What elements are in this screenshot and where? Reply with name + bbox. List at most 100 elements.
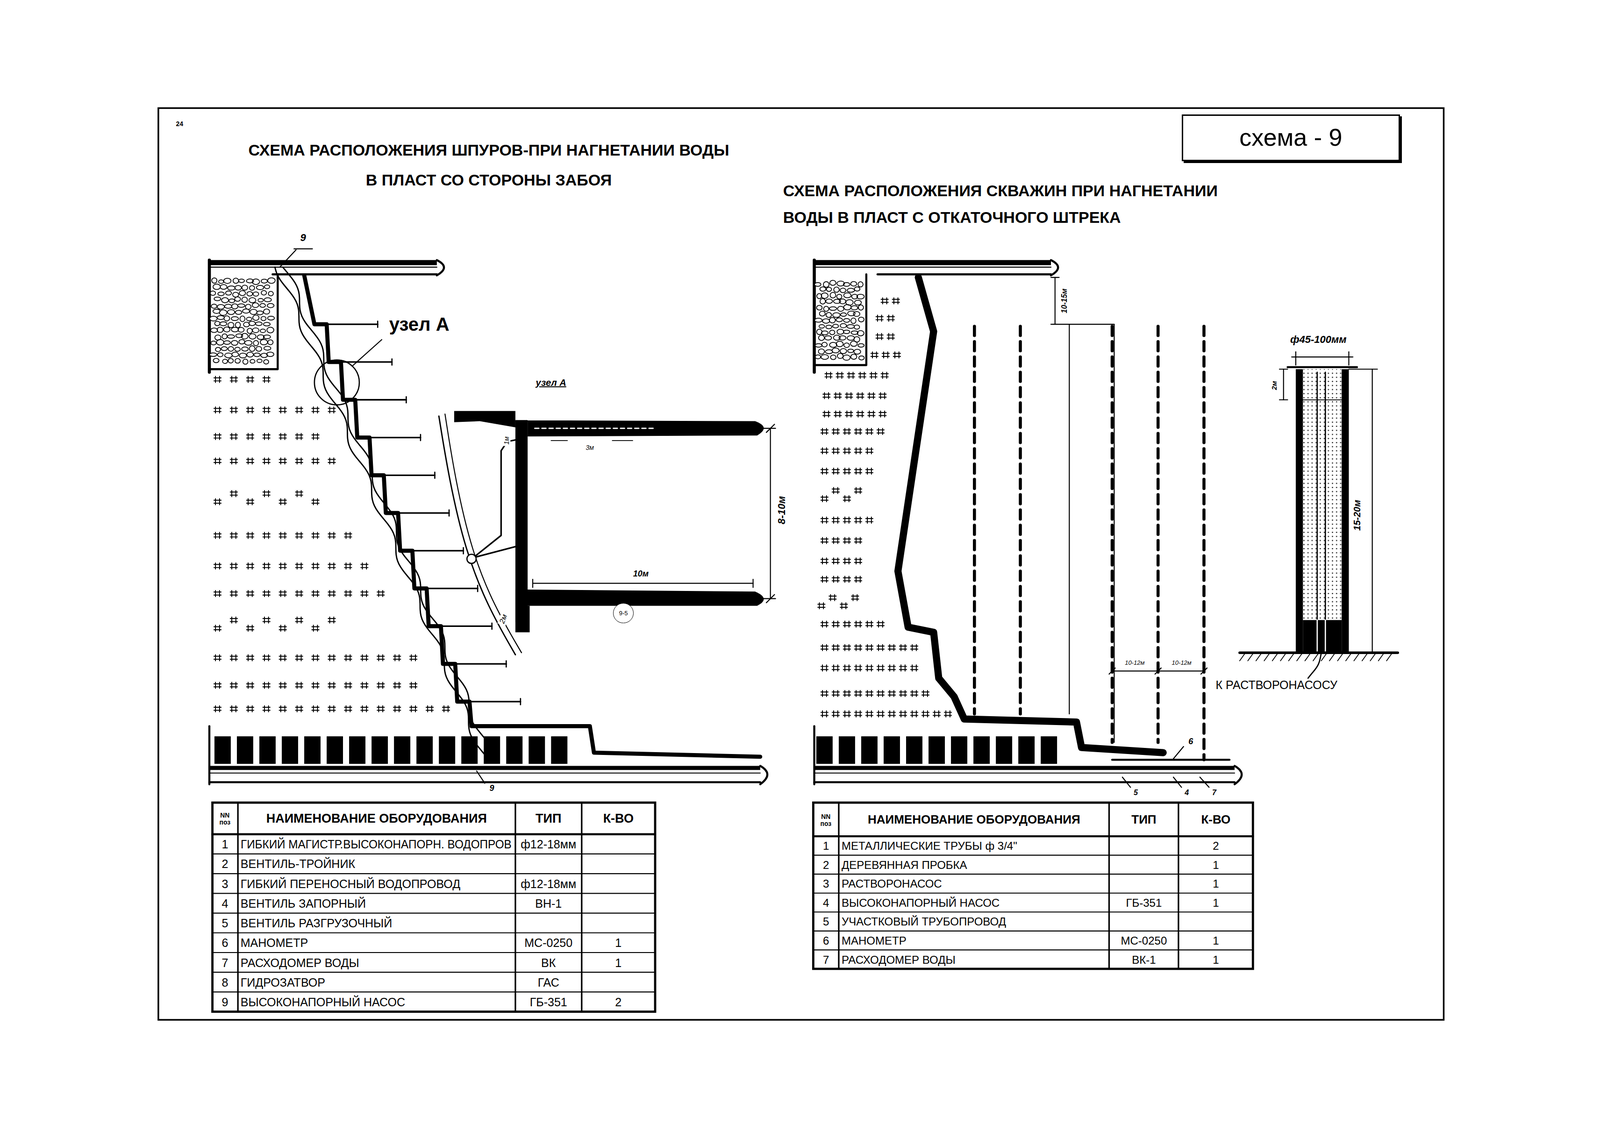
callout-number: 9: [298, 232, 308, 244]
table-text: 2: [1212, 840, 1219, 852]
table-text: 1: [822, 840, 829, 852]
borehole-short: [342, 361, 393, 363]
dimension-label: ф45-100мм: [1288, 334, 1349, 346]
coal-hatch: [824, 372, 888, 379]
borehole-short: [470, 700, 521, 703]
table-column-line: [1177, 802, 1179, 970]
scheme-heading: СХЕМА РАСПОЛОЖЕНИЯ ШПУРОВ-ПРИ НАГНЕТАНИИ…: [246, 135, 731, 195]
support-block: [281, 736, 299, 765]
dimension-tick: [532, 579, 534, 588]
table-text: 1: [1212, 859, 1219, 872]
dimension-line: [612, 440, 633, 442]
table-cell: 2: [813, 855, 839, 875]
haulage-rail: [209, 765, 761, 771]
table-cell: ГИБКИЙ ПЕРЕНОСНЫЙ ВОДОПРОВОД: [237, 874, 516, 894]
dimension-line: [1054, 277, 1056, 325]
table-row-line: [813, 855, 1253, 857]
table-text: 6: [822, 935, 829, 947]
table-text: 3: [822, 878, 829, 890]
table-text: 1: [1212, 954, 1219, 966]
table-cell: ГБ-351: [1109, 893, 1179, 913]
dimension-label: 10-15м: [1060, 287, 1069, 315]
goaf-border: [209, 274, 278, 370]
support-block: [506, 736, 523, 765]
table-text: 4: [822, 897, 829, 909]
table-row-line: [212, 892, 656, 894]
table-text: 1: [221, 838, 229, 851]
table-row-line: [813, 892, 1253, 894]
drift-roof: [209, 260, 437, 266]
scheme-number-box: схема - 9: [1181, 114, 1400, 162]
dimension-tick: [752, 579, 754, 588]
table-header-text: ТИП: [1131, 813, 1157, 827]
borehole-dashed: [1110, 326, 1115, 743]
ground-hatch: [1239, 653, 1245, 661]
borehole-wall: [515, 420, 765, 437]
water-hose: [476, 546, 516, 558]
borehole-end: [491, 623, 493, 630]
callout-number: 6: [1186, 737, 1195, 747]
support-block: [950, 736, 968, 765]
drift-wall: [813, 726, 815, 785]
table-text: ГИДРОЗАТВОР: [240, 976, 326, 989]
dimension-tick: [1279, 368, 1288, 370]
table-text: ГБ-351: [1125, 897, 1162, 909]
coal-hatch: [821, 487, 862, 502]
support-block: [483, 736, 500, 765]
support-block: [1018, 736, 1035, 765]
table-text: 8: [221, 976, 229, 989]
support-block: [461, 736, 478, 765]
coal-hatch: [214, 655, 417, 662]
table-cell: 1: [212, 834, 238, 855]
table-text: ВЫСОКОНАПОРНЫЙ НАСОС: [240, 996, 406, 1009]
table-text: МС-0250: [524, 936, 573, 950]
ground-hatch: [1272, 653, 1278, 661]
ground-hatch: [1370, 653, 1376, 661]
face-line: [438, 416, 516, 656]
support-block: [995, 736, 1013, 765]
goaf-border: [814, 274, 867, 365]
table-cell: 8: [212, 972, 238, 993]
ground-hatch: [1353, 653, 1359, 661]
dimension-line: [1371, 369, 1373, 653]
support-block: [214, 736, 231, 765]
table-cell: ВЕНТИЛЬ-ТРОЙНИК: [237, 854, 516, 874]
coal-hatch: [214, 376, 271, 383]
table-text: ГБ-351: [529, 996, 568, 1009]
table-text: ГИБКИЙ ПЕРЕНОСНЫЙ ВОДОПРОВОД: [240, 878, 461, 891]
dimension-line: [1283, 369, 1285, 400]
face-line: [444, 414, 522, 653]
table-column-line: [837, 802, 840, 970]
coal-hatch: [822, 411, 886, 418]
dimension-line: [1348, 652, 1378, 654]
leader-line: [279, 250, 297, 268]
table-text: 5: [221, 917, 229, 930]
table-text: МЕТАЛЛИЧЕСКИЕ ТРУБЫ ф 3/4": [841, 840, 1018, 852]
leader-line: [1173, 777, 1182, 788]
ground-hatch: [1329, 653, 1335, 661]
table-cell: РАСТВОРОНАСОС: [838, 874, 1110, 894]
drift-end: [436, 260, 444, 276]
drift-roof: [814, 260, 1051, 266]
dimension-line: [770, 428, 772, 600]
table-cell: К-ВО: [581, 803, 656, 836]
table-header-text: НАИМЕНОВАНИЕ ОБОРУДОВАНИЯ: [266, 812, 487, 826]
table-row-line: [813, 873, 1253, 875]
ground-hatch: [1321, 653, 1327, 661]
leader-line: [1200, 777, 1210, 788]
injection-pipe: [1324, 620, 1327, 653]
table-text: ВЕНТИЛЬ ЗАПОРНЫЙ: [240, 897, 366, 910]
rubble-goaf: [814, 280, 865, 361]
support-block: [883, 736, 900, 765]
ground-hatch: [1337, 653, 1343, 661]
borehole-end: [477, 585, 479, 592]
borehole-dashed: [1018, 326, 1022, 715]
table-row-line: [813, 930, 1253, 932]
table-cell: РАСХОДОМЕР ВОДЫ: [237, 953, 516, 973]
injection-pipe: [1324, 372, 1327, 653]
table-text: ВК-1: [1131, 954, 1156, 966]
dimension-tick: [1279, 399, 1288, 401]
valve-symbol: [466, 554, 477, 564]
coal-hatch: [821, 644, 918, 651]
table-cell: К-ВО: [1178, 803, 1253, 837]
